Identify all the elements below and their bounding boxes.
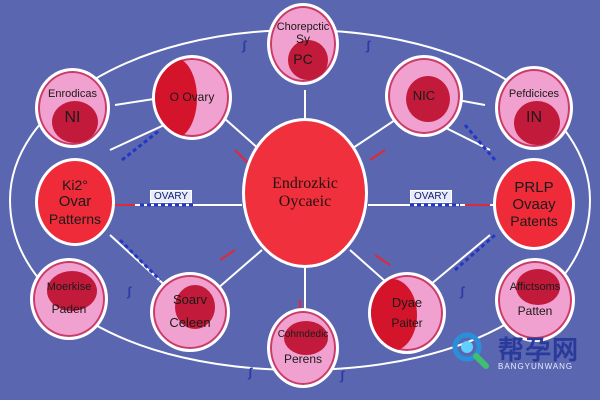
node-bottom-line2: Perens	[283, 351, 323, 366]
node-top-blob	[288, 40, 328, 80]
node-left-lower-line2: Paden	[51, 302, 87, 317]
node-bottom-right-line1: Dyae	[391, 294, 423, 310]
node-left-upper-line1: Enrodicas	[48, 88, 97, 101]
node-top-left[interactable]: O Ovary	[152, 55, 232, 140]
node-bottom-blob	[284, 321, 328, 355]
node-left-mid[interactable]: Ki2° Ovar Patterns	[35, 158, 115, 246]
watermark-cn: 帮孕网	[498, 335, 580, 365]
node-top[interactable]: Chorepctic Sy PC	[267, 3, 339, 85]
node-right-mid-line2: Ovaay	[512, 195, 556, 213]
node-bottom[interactable]: Cohmdedic Perens	[267, 308, 339, 388]
tag-ovary-left: OVARY	[150, 190, 193, 203]
node-right-upper-blob	[514, 101, 560, 145]
node-top-line2: Sy	[295, 32, 310, 47]
node-right-upper-line2: IN	[526, 109, 542, 127]
node-bottom-left[interactable]: Soarv Celeen	[150, 272, 230, 352]
node-bottom-right-line2: Paiter	[391, 315, 423, 330]
dashed-blue-links	[118, 124, 497, 282]
hook-mark-icon: ʃ	[127, 284, 132, 299]
hook-mark-icon: ʃ	[340, 368, 345, 383]
node-right-lower-blob	[516, 269, 560, 305]
node-right-upper-line1: Pefdicices	[508, 88, 560, 101]
hook-mark-icon: ʃ	[248, 365, 253, 380]
node-bottom-left-line2: Celeen	[169, 315, 211, 330]
node-right-mid[interactable]: PRLP Ovaay Patents	[493, 158, 575, 250]
node-top-right[interactable]: NIC	[385, 55, 463, 137]
node-bottom-right[interactable]: Dyae Paiter	[368, 272, 446, 354]
node-right-mid-line3: Patents	[510, 213, 558, 230]
center-node-line2: Oycaeic	[278, 193, 332, 210]
node-left-mid-line2: Ovar	[58, 193, 92, 211]
center-node[interactable]: Endrozkic Oycaeic	[242, 118, 368, 268]
hook-mark-icon: ʃ	[460, 284, 465, 299]
node-bottom-left-blob	[175, 285, 215, 329]
node-bottom-right-blob	[371, 279, 417, 351]
node-left-mid-line3: Patterns	[48, 210, 102, 227]
center-node-line1: Endrozkic	[272, 174, 338, 192]
node-left-upper[interactable]: Enrodicas NI	[35, 68, 110, 148]
node-right-lower[interactable]: Affictsoms Patten	[495, 258, 575, 342]
node-top-right-line1: NIC	[412, 87, 436, 103]
watermark-en: BANGYUNWANG	[498, 362, 574, 371]
node-right-upper[interactable]: Pefdicices IN	[495, 66, 573, 150]
node-left-lower-line1: Moerkise	[46, 280, 92, 293]
node-top-line3: PC	[293, 51, 313, 68]
node-left-mid-line1: Ki2°	[62, 177, 88, 194]
magnifier-logo-icon	[452, 332, 489, 369]
node-left-upper-blob	[52, 101, 98, 143]
node-right-lower-line1: Affictsoms	[509, 280, 561, 293]
node-left-lower-blob	[47, 271, 97, 311]
node-right-lower-line2: Patten	[517, 304, 553, 319]
node-bottom-left-line1: Soarv	[173, 292, 207, 308]
node-bottom-line1: Cohmdedic	[277, 329, 329, 341]
node-right-mid-line1: PRLP	[514, 178, 554, 196]
node-left-lower[interactable]: Moerkise Paden	[30, 258, 108, 340]
watermark: 帮孕网 BANGYUNWANG	[450, 330, 590, 378]
hook-mark-icon: ʃ	[366, 38, 371, 53]
hook-mark-icon: ʃ	[242, 38, 247, 53]
tag-ovary-right: OVARY	[410, 190, 453, 203]
node-top-left-blob	[155, 58, 197, 137]
node-top-right-blob	[406, 76, 450, 122]
node-left-upper-line2: NI	[64, 109, 81, 127]
node-top-line1: Chorepctic	[276, 20, 330, 33]
node-top-left-line1: O Ovary	[169, 89, 215, 104]
